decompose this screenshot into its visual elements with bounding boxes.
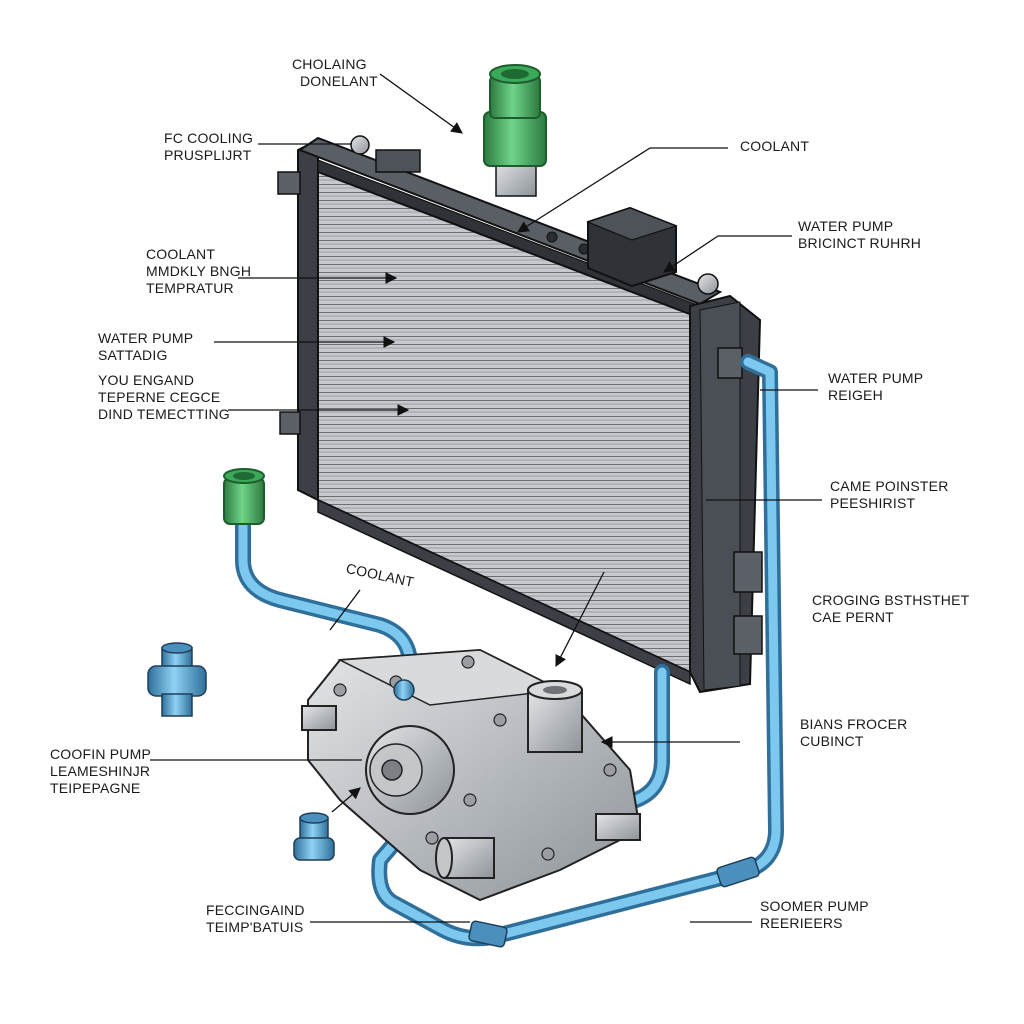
label-coolant-right-top: COOLANT — [740, 138, 809, 155]
label-line: COOLANT — [740, 138, 810, 154]
label-water-pump-right: WATER PUMP REIGEH — [828, 370, 923, 404]
label-feccingaind: FECCINGAIND TEIMP'BATUIS — [206, 902, 305, 936]
water-pump-icon — [301, 648, 642, 902]
label-line: PRUSPLIJRT — [164, 147, 252, 163]
label-water-pump-bracket: WATER PUMP BRICINCT RUHRH — [798, 218, 921, 252]
coolant-filler-cap-icon — [483, 64, 547, 197]
label-line: TEPERNE CEGCE — [98, 389, 221, 405]
label-line: WATER PUMP — [828, 370, 924, 386]
coolant-hoses — [235, 354, 784, 947]
label-line: BRICINCT RUHRH — [798, 235, 922, 251]
label-line: FC COOLING — [164, 130, 254, 146]
label-line: REIGEH — [828, 387, 883, 403]
hose-clamp-icon — [468, 856, 760, 948]
label-line: TEMPRATUR — [146, 280, 234, 296]
label-line: MMDKLY BNGH — [146, 263, 252, 279]
label-came-poinster: CAME POINSTER PEESHIRIST — [830, 478, 949, 512]
label-line: WATER PUMP — [798, 218, 894, 234]
label-bians-frocer: BIANS FROCER CUBINCT — [800, 716, 907, 750]
radiator — [277, 135, 763, 694]
label-coofin-pump: COOFIN PUMP LEAMESHINJR TEIPEPAGNE — [50, 746, 151, 797]
label-line: DONELANT — [300, 73, 378, 89]
label-line: CAME POINSTER — [830, 478, 949, 494]
label-line: WATER PUMP — [98, 330, 194, 346]
label-line: CUBINCT — [800, 733, 864, 749]
mount-bracket-icon — [279, 411, 301, 435]
label-line: BIANS FROCER — [800, 716, 908, 732]
label-line: FECCINGAIND — [206, 902, 305, 918]
label-croging: CROGING BSTHSTHET CAE PERNT — [812, 592, 969, 626]
label-line: COOLANT — [146, 246, 216, 262]
hose-fitting-icon — [147, 642, 207, 717]
label-top-coolant: CHOLAING DONELANT — [292, 56, 378, 90]
label-line: COOFIN PUMP — [50, 746, 151, 762]
label-water-pump-left: WATER PUMP SATTADIG — [98, 330, 193, 364]
inlet-cap-icon — [223, 468, 265, 525]
bolt-icon — [697, 273, 719, 295]
label-line: PEESHIRIST — [830, 495, 916, 511]
label-line: CAE PERNT — [812, 609, 894, 625]
label-line: TEIMP'BATUIS — [206, 919, 304, 935]
label-line: REERIEERS — [760, 915, 843, 931]
label-line: YOU ENGAND — [98, 372, 195, 388]
label-line: SATTADIG — [98, 347, 168, 363]
label-line: CHOLAING — [292, 56, 367, 72]
label-line: DIND TEMECTTING — [98, 406, 230, 422]
label-line: LEAMESHINJR — [50, 763, 151, 779]
label-fc-cooling: FC COOLING PRUSPLIJRT — [164, 130, 253, 164]
hose-fitting-icon — [293, 812, 335, 861]
label-line: CROGING BSTHSTHET — [812, 592, 970, 608]
label-you-engand: YOU ENGAND TEPERNE CEGCE DIND TEMECTTING — [98, 372, 230, 423]
bolt-icon — [350, 135, 370, 155]
mount-bracket-icon — [277, 171, 301, 195]
label-coolant-temp: COOLANT MMDKLY BNGH TEMPRATUR — [146, 246, 251, 297]
leader-lines — [150, 73, 822, 923]
label-soomer-pump: SOOMER PUMP REERIEERS — [760, 898, 869, 932]
label-line: SOOMER PUMP — [760, 898, 869, 914]
label-line: TEIPEPAGNE — [50, 780, 141, 796]
